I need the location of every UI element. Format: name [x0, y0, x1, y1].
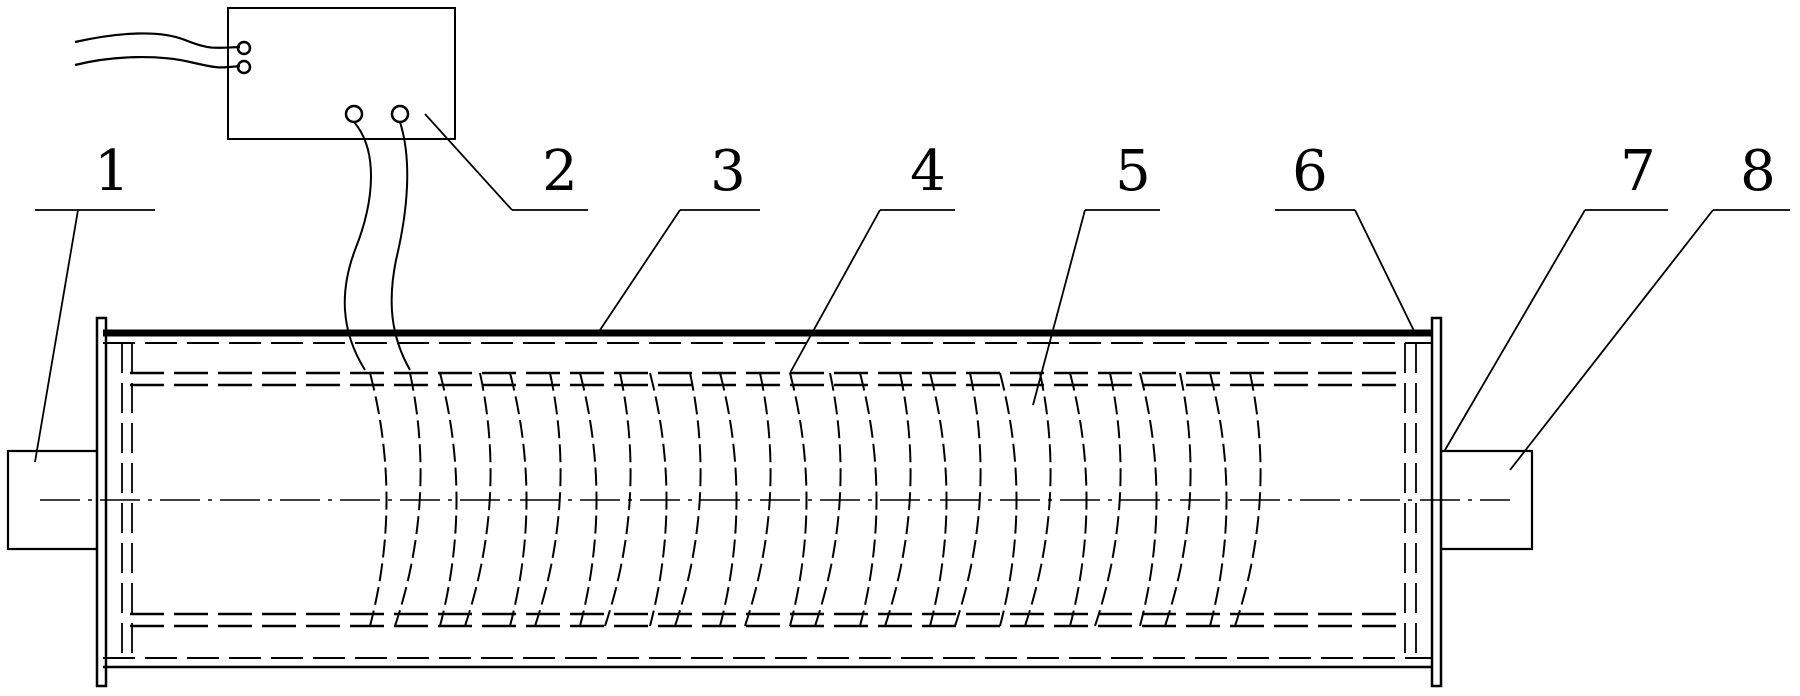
leader-6-diag: [1354, 209, 1416, 334]
coil-turn-front-arc: [534, 372, 562, 627]
coil-turn-front-arc: [1024, 372, 1052, 627]
coil-turn-front-arc: [814, 372, 842, 627]
coil-turn: [439, 372, 492, 627]
coil-turn: [1069, 372, 1122, 627]
label-2: 2: [542, 139, 578, 204]
label-6: 6: [1292, 139, 1328, 204]
coil-turn-back-arc: [859, 372, 878, 627]
coil-turn-front-arc: [1234, 372, 1262, 627]
label-8: 8: [1740, 139, 1776, 204]
shaft-right: [1441, 449, 1534, 551]
coil-turn: [509, 372, 562, 627]
coil-turn: [369, 372, 422, 627]
coil-turn: [1139, 372, 1192, 627]
coil-turn-back-arc: [1209, 372, 1228, 627]
label-1: 1: [94, 139, 130, 204]
coil-turn-back-arc: [929, 372, 948, 627]
end-flange-left: [95, 316, 133, 688]
coil-turn: [789, 372, 842, 627]
end-flange-right: [1404, 316, 1443, 688]
leader-8-diag: [1509, 209, 1714, 471]
coil-turn-back-arc: [579, 372, 598, 627]
coil-turn-back-arc: [1069, 372, 1088, 627]
leader-7-diag: [1444, 209, 1586, 451]
coil-turn: [999, 372, 1052, 627]
coil-turn-back-arc: [649, 372, 668, 627]
coil-turn-back-arc: [369, 372, 388, 627]
heating-coil: [369, 372, 1262, 627]
leader-3-diag: [597, 209, 681, 334]
coil-turn: [929, 372, 982, 627]
shaft-left: [6, 449, 97, 551]
control-box: [227, 7, 456, 140]
power-cord: [74, 32, 241, 69]
leader-4-diag: [789, 209, 881, 374]
leader-2: [424, 113, 513, 211]
coil-turn: [859, 372, 912, 627]
input-terminal-top: [236, 40, 252, 56]
label-7: 7: [1620, 139, 1656, 204]
label-4: 4: [910, 139, 946, 204]
leader-1-diag: [34, 209, 79, 463]
coil-turn-back-arc: [999, 372, 1018, 627]
coil-turn: [579, 372, 632, 627]
coil-turn: [649, 372, 702, 627]
coil-turn-back-arc: [439, 372, 458, 627]
label-5: 5: [1115, 139, 1151, 204]
input-terminal-bottom: [236, 59, 252, 75]
coil-turn-front-arc: [674, 372, 702, 627]
coil-turn-back-arc: [509, 372, 528, 627]
leader-5-diag: [1032, 209, 1086, 406]
leader-lines: [34, 113, 1790, 471]
coil-turn-front-arc: [394, 372, 422, 627]
part-labels: 1 2 3 4 5 6 7 8: [94, 139, 1776, 204]
output-terminal-left: [344, 104, 364, 124]
coil-turn-front-arc: [1164, 372, 1192, 627]
coil-turn-back-arc: [789, 372, 808, 627]
coil-turn-front-arc: [464, 372, 492, 627]
inner-pipe: [130, 371, 1405, 628]
tube-body: [103, 329, 1433, 669]
coil-turn: [1209, 372, 1262, 627]
coil-turn-front-arc: [604, 372, 632, 627]
coil-turn-back-arc: [719, 372, 738, 627]
coil-turn-front-arc: [1094, 372, 1122, 627]
label-3: 3: [710, 139, 746, 204]
coil-turn-back-arc: [1139, 372, 1158, 627]
coil-turn-front-arc: [884, 372, 912, 627]
coil-turn-front-arc: [744, 372, 772, 627]
coil-turn: [719, 372, 772, 627]
coil-turn-front-arc: [954, 372, 982, 627]
output-terminal-right: [390, 104, 410, 124]
